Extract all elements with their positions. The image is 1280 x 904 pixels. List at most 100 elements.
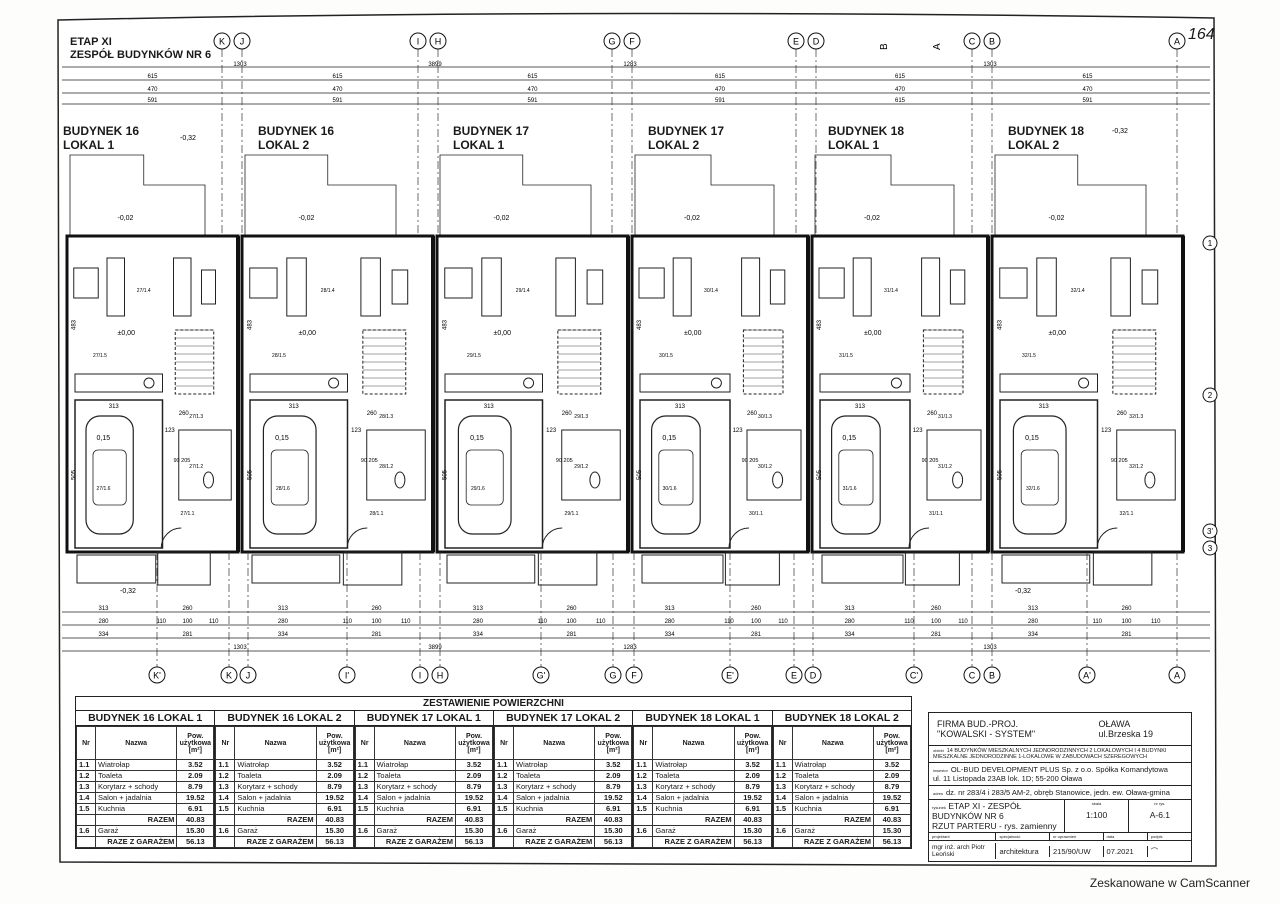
block-title: BUDYNEK 16 LOKAL 1 xyxy=(76,711,215,726)
dimension-text: 100 xyxy=(931,619,942,625)
room-nr xyxy=(772,814,793,826)
level-mark: -0,32 xyxy=(1112,128,1128,135)
axis-bubble xyxy=(807,32,825,50)
room-area: 6.91 xyxy=(733,803,772,815)
axis-label: C xyxy=(969,37,976,47)
dimension-text: 110 xyxy=(209,619,219,625)
axis-label: 3 xyxy=(1208,544,1213,553)
col-area: Pow. użytkowa [m²] xyxy=(872,726,911,760)
room-name: Wiatrołap xyxy=(373,759,456,771)
axis-label: C xyxy=(969,671,976,681)
room-name: Wiatrołap xyxy=(94,759,178,771)
cabinet xyxy=(173,257,192,317)
dimension-text: 110 xyxy=(537,619,547,625)
block-title: BUDYNEK 16 LOKAL 2 xyxy=(215,711,354,726)
room-code: 27/1.4 xyxy=(137,288,151,294)
axis-bubble xyxy=(1078,666,1096,684)
toilet-icon xyxy=(952,471,964,489)
room-name: Kuchnia xyxy=(791,803,874,815)
dimension-text: 1303 xyxy=(233,62,247,68)
room-name: Garaż xyxy=(791,825,874,837)
axis-bubble xyxy=(721,666,739,684)
room-area: 3.52 xyxy=(454,759,493,771)
dimension-text: 313 xyxy=(98,606,109,612)
col-nr: Nr xyxy=(633,726,654,760)
axis-bubble xyxy=(604,666,622,684)
hob-icon xyxy=(523,377,535,389)
dimension-text: 334 xyxy=(98,632,109,638)
axis-bubble xyxy=(785,666,803,684)
dining-table xyxy=(638,267,665,299)
room-area: 56.13 xyxy=(594,836,633,848)
room-code: 27/1.6 xyxy=(97,486,111,492)
room-name: RAZE Z GARAŻEM xyxy=(652,836,735,848)
section-mark: A xyxy=(932,43,943,50)
entrance-step xyxy=(1092,551,1153,586)
room-name: Garaż xyxy=(512,825,596,837)
room-code: 29/1.3 xyxy=(574,414,588,420)
room-code: 28/1.2 xyxy=(379,464,393,470)
room-nr: 1.2 xyxy=(772,770,793,782)
room-nr: 1.2 xyxy=(354,770,375,782)
dining-table xyxy=(999,267,1028,299)
kitchen-counter xyxy=(444,373,543,393)
room-name: Korytarz + schody xyxy=(234,781,317,793)
room-area: 3.52 xyxy=(872,759,911,771)
sofa xyxy=(481,257,502,317)
room-nr: 1.1 xyxy=(215,759,236,771)
col-nr: Nr xyxy=(493,726,514,760)
room-nr: 1.6 xyxy=(354,825,375,837)
dimension-text: 483 xyxy=(443,319,449,330)
room-name: RAZE Z GARAŻEM xyxy=(94,836,178,848)
building-name: BUDYNEK 16 xyxy=(63,124,140,138)
toilet-icon xyxy=(589,471,601,489)
dimension-text: 591 xyxy=(715,98,726,104)
room-name: Kuchnia xyxy=(652,803,735,815)
room-area: 8.79 xyxy=(176,781,215,793)
room-nr: 1.1 xyxy=(633,759,654,771)
garage-walls xyxy=(999,399,1099,549)
col-name: Nazwa xyxy=(234,726,317,760)
axis-bubble xyxy=(148,666,166,684)
hob-icon xyxy=(328,377,340,389)
tv-unit xyxy=(201,269,216,305)
dimension-text: 110 xyxy=(1092,619,1102,625)
cabinet xyxy=(1110,257,1131,317)
entrance-step xyxy=(342,551,403,586)
level-mark: 0,15 xyxy=(842,435,856,442)
axis-bubble xyxy=(603,32,621,50)
stairs xyxy=(362,329,407,395)
cabinet xyxy=(921,257,941,317)
level-mark: ±0,00 xyxy=(684,330,702,337)
axis-bubble xyxy=(213,32,231,50)
col-area: Pow. użytkowa [m²] xyxy=(733,726,772,760)
kitchen-counter xyxy=(819,373,911,393)
room-nr: 1.5 xyxy=(493,803,514,815)
driveway xyxy=(251,554,341,584)
dimension-text: 470 xyxy=(895,87,906,93)
col-nr: Nr xyxy=(215,726,236,760)
room-name: RAZEM xyxy=(94,814,178,826)
room-name: Garaż xyxy=(234,825,317,837)
dimension-text: 110 xyxy=(1151,619,1161,625)
dimension-text: 313 xyxy=(665,606,676,612)
col-nr: Nr xyxy=(76,726,96,760)
axis-label: K xyxy=(219,37,225,47)
block-title: BUDYNEK 18 LOKAL 1 xyxy=(633,711,772,726)
toilet-icon xyxy=(772,471,784,489)
unit-plan: 27/1.427/1.527/1.327/1.627/1.227/1.1-0,0… xyxy=(65,154,240,586)
room-nr: 1.2 xyxy=(633,770,654,782)
spec-label: specjalność xyxy=(996,833,1051,840)
sign-label: podpis xyxy=(1150,834,1163,839)
level-mark: ±0,00 xyxy=(1049,330,1067,337)
unit-plan: 32/1.432/1.532/1.332/1.632/1.232/1.1-0,0… xyxy=(990,154,1185,586)
dimension-text: 90 205 xyxy=(1111,458,1128,464)
door-swing xyxy=(728,527,750,549)
